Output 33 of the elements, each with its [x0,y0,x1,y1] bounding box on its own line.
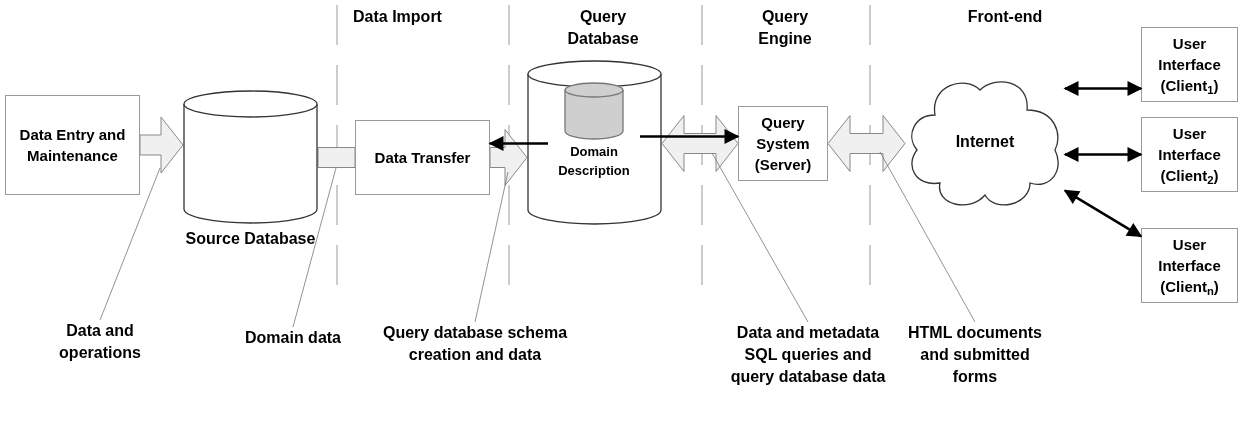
column-header: Query Engine [757,7,813,49]
leader-line [292,167,337,328]
process-box: Query System (Server) [738,106,828,181]
annotation-text: Query database schema creation and data [380,322,570,388]
node-label: Internet [954,132,1016,152]
column-header: Query Database [566,7,640,49]
annotation-text: Data and metadata SQL queries and query database data [728,322,888,432]
arrow [1063,81,1143,96]
arrow [640,129,740,144]
block-arrow [139,116,184,174]
column-header: Front-end [966,7,1044,27]
block-arrow [661,115,739,172]
process-box: Data Transfer [355,120,490,195]
process-box: User Interface (Client$_{1}$) [1141,27,1238,102]
annotation-text: Domain data [228,327,358,351]
process-box: User Interface (Client$_{2}$) [1141,117,1238,192]
leader-line [879,151,976,323]
arrow [1063,147,1143,162]
node-label: Source Database [184,229,317,249]
process-box: User Interface (Client$_{n}$) [1141,228,1238,303]
arrow [1063,189,1143,238]
block-arrow [317,147,356,168]
annotation-text: HTML documents and submitted forms [900,322,1050,388]
leader-line [711,152,809,323]
column-header: Data Import [352,7,443,27]
block-arrow [489,129,528,186]
process-box: Data Entry and Maintenance [5,95,140,195]
node-label: Domain Description [557,143,631,180]
annotation-text: Data and operations [35,320,165,365]
block-arrow [827,115,906,172]
arrow [488,136,548,151]
leader-line [474,171,509,323]
leader-line [99,167,161,321]
